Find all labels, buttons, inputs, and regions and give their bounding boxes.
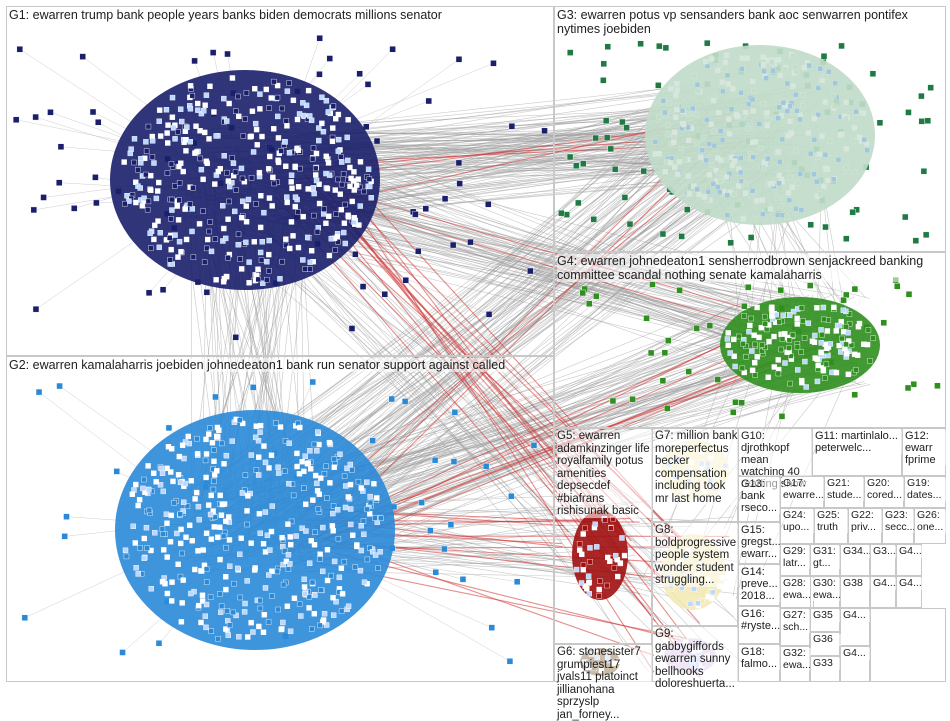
group-box-g11: G11: martinlalo... peterwelc... — [812, 428, 902, 476]
group-label-g4b: G4... — [873, 578, 897, 590]
group-label-g14: G14: preve... 2018... — [741, 566, 781, 602]
group-label-g19: G19: dates... — [907, 478, 947, 501]
group-box-g25: G25: truth — [814, 508, 848, 544]
group-box-g7: G7: million bank moreperfectus becker co… — [652, 428, 738, 522]
group-label-g17: G17: ewarre... — [783, 478, 825, 501]
group-label-g9: G9: gabbygiffords ewarren sunny bellhook… — [655, 628, 739, 691]
group-box-g26: G26: one... — [914, 508, 946, 544]
group-box-g9: G9: gabbygiffords ewarren sunny bellhook… — [652, 626, 738, 682]
group-label-g18: G18: falmo... — [741, 646, 781, 670]
group-label-g30: G30: ewa... — [813, 578, 841, 601]
group-box-g35: G35 — [810, 608, 840, 632]
group-box-g8: G8: boldprogressive people system wonder… — [652, 522, 738, 626]
group-label-g6: G6: stonesister7 grumpiest17 jvals11 pla… — [557, 646, 652, 721]
group-label-g26: G26: one... — [917, 510, 947, 533]
group-box-g1: G1: ewarren trump bank people years bank… — [6, 6, 554, 356]
group-box-g16: G16: #ryste... — [738, 606, 780, 644]
group-label-g2: G2: ewarren kamalaharris joebiden johned… — [9, 358, 505, 372]
group-label-g36: G36 — [813, 634, 841, 646]
group-label-g3x: G3... — [873, 546, 897, 558]
group-box-g14: G14: preve... 2018... — [738, 564, 780, 606]
group-box-g10: G10: djrothkopf mean watching 40 reading… — [738, 428, 812, 476]
group-box-g15: G15: gregst... ewarr... — [738, 522, 780, 564]
group-box-g23: G23: secc... — [882, 508, 914, 544]
group-label-g15: G15: gregst... ewarr... — [741, 524, 781, 560]
group-box-g12: G12: ewarr fprime — [902, 428, 946, 476]
group-box-g27: G27: sch... — [780, 608, 810, 646]
group-label-g4: G4: ewarren johnedeaton1 sensherrodbrown… — [557, 254, 942, 282]
group-label-g11: G11: martinlalo... peterwelc... — [815, 430, 903, 454]
group-box-g17: G17: ewarre... — [780, 476, 824, 508]
group-label-g27: G27: sch... — [783, 610, 811, 633]
group-label-g32: G32: ewa... — [783, 648, 811, 671]
group-box-g4b: G4... — [870, 576, 896, 608]
group-box-g6: G6: stonesister7 grumpiest17 jvals11 pla… — [554, 644, 652, 682]
group-box-g18: G18: falmo... — [738, 644, 780, 682]
group-box-g4a: G4... — [896, 544, 922, 576]
group-label-g4a: G4... — [899, 546, 923, 558]
group-label-g31: G31: gt... — [813, 546, 841, 569]
group-label-g23: G23: secc... — [885, 510, 915, 533]
group-box-g2: G2: ewarren kamalaharris joebiden johned… — [6, 356, 554, 682]
group-label-g7: G7: million bank moreperfectus becker co… — [655, 430, 739, 505]
group-box-g30: G30: ewa... — [810, 576, 840, 608]
group-box-g24: G24: upo... — [780, 508, 814, 544]
group-label-g8: G8: boldprogressive people system wonder… — [655, 524, 739, 587]
group-label-g20: G20: cored... — [867, 478, 905, 501]
group-box-g13: G13: bank rseco... — [738, 476, 780, 522]
group-box-g38: G38 — [840, 576, 870, 608]
group-label-g13: G13: bank rseco... — [741, 478, 781, 514]
group-box-g3: G3: ewarren potus vp sensanders bank aoc… — [554, 6, 946, 252]
group-box-g32: G32: ewa... — [780, 646, 810, 682]
group-box-g33: G33 — [810, 656, 840, 682]
group-label-g24: G24: upo... — [783, 510, 815, 533]
group-box-g28: G28: ewa... — [780, 576, 814, 608]
group-label-g33: G33 — [813, 658, 841, 670]
group-label-g29: G29: latr... — [783, 546, 811, 569]
group-box-g5: G5: ewarren adamkinzinger life royalfami… — [554, 428, 652, 644]
group-box-g34: G34... — [840, 544, 870, 576]
group-box-g36: G36 — [810, 632, 840, 656]
group-box-g4e: G4... — [840, 646, 870, 682]
group-box-g22: G22: priv... — [848, 508, 882, 544]
group-label-g35: G35 — [813, 610, 841, 622]
group-box-g3x: G3... — [870, 544, 896, 576]
group-box-g31: G31: gt... — [810, 544, 840, 576]
group-box-g4: G4: ewarren johnedeaton1 sensherrodbrown… — [554, 252, 946, 428]
group-label-g21: G21: stude... — [827, 478, 865, 501]
group-label-g16: G16: #ryste... — [741, 608, 781, 632]
group-label-g12: G12: ewarr fprime — [905, 430, 947, 466]
group-box-g29: G29: latr... — [780, 544, 810, 576]
group-label-g5: G5: ewarren adamkinzinger life royalfami… — [557, 430, 652, 518]
group-label-g22: G22: priv... — [851, 510, 883, 533]
group-label-g34: G34... — [843, 546, 871, 558]
group-label-g4c: G4... — [899, 578, 923, 590]
group-box-g19: G19: dates... — [904, 476, 946, 508]
group-label-g4d: G4... — [843, 610, 871, 622]
group-box-small-cluster — [870, 608, 946, 682]
group-label-g4e: G4... — [843, 648, 871, 660]
group-box-g4c: G4... — [896, 576, 922, 608]
group-box-g20: G20: cored... — [864, 476, 904, 508]
group-box-g4d: G4... — [840, 608, 870, 646]
group-label-g25: G25: truth — [817, 510, 849, 533]
group-label-g38: G38 — [843, 578, 871, 590]
group-box-g21: G21: stude... — [824, 476, 864, 508]
group-label-g1: G1: ewarren trump bank people years bank… — [9, 8, 442, 22]
group-label-g3: G3: ewarren potus vp sensanders bank aoc… — [557, 8, 942, 36]
